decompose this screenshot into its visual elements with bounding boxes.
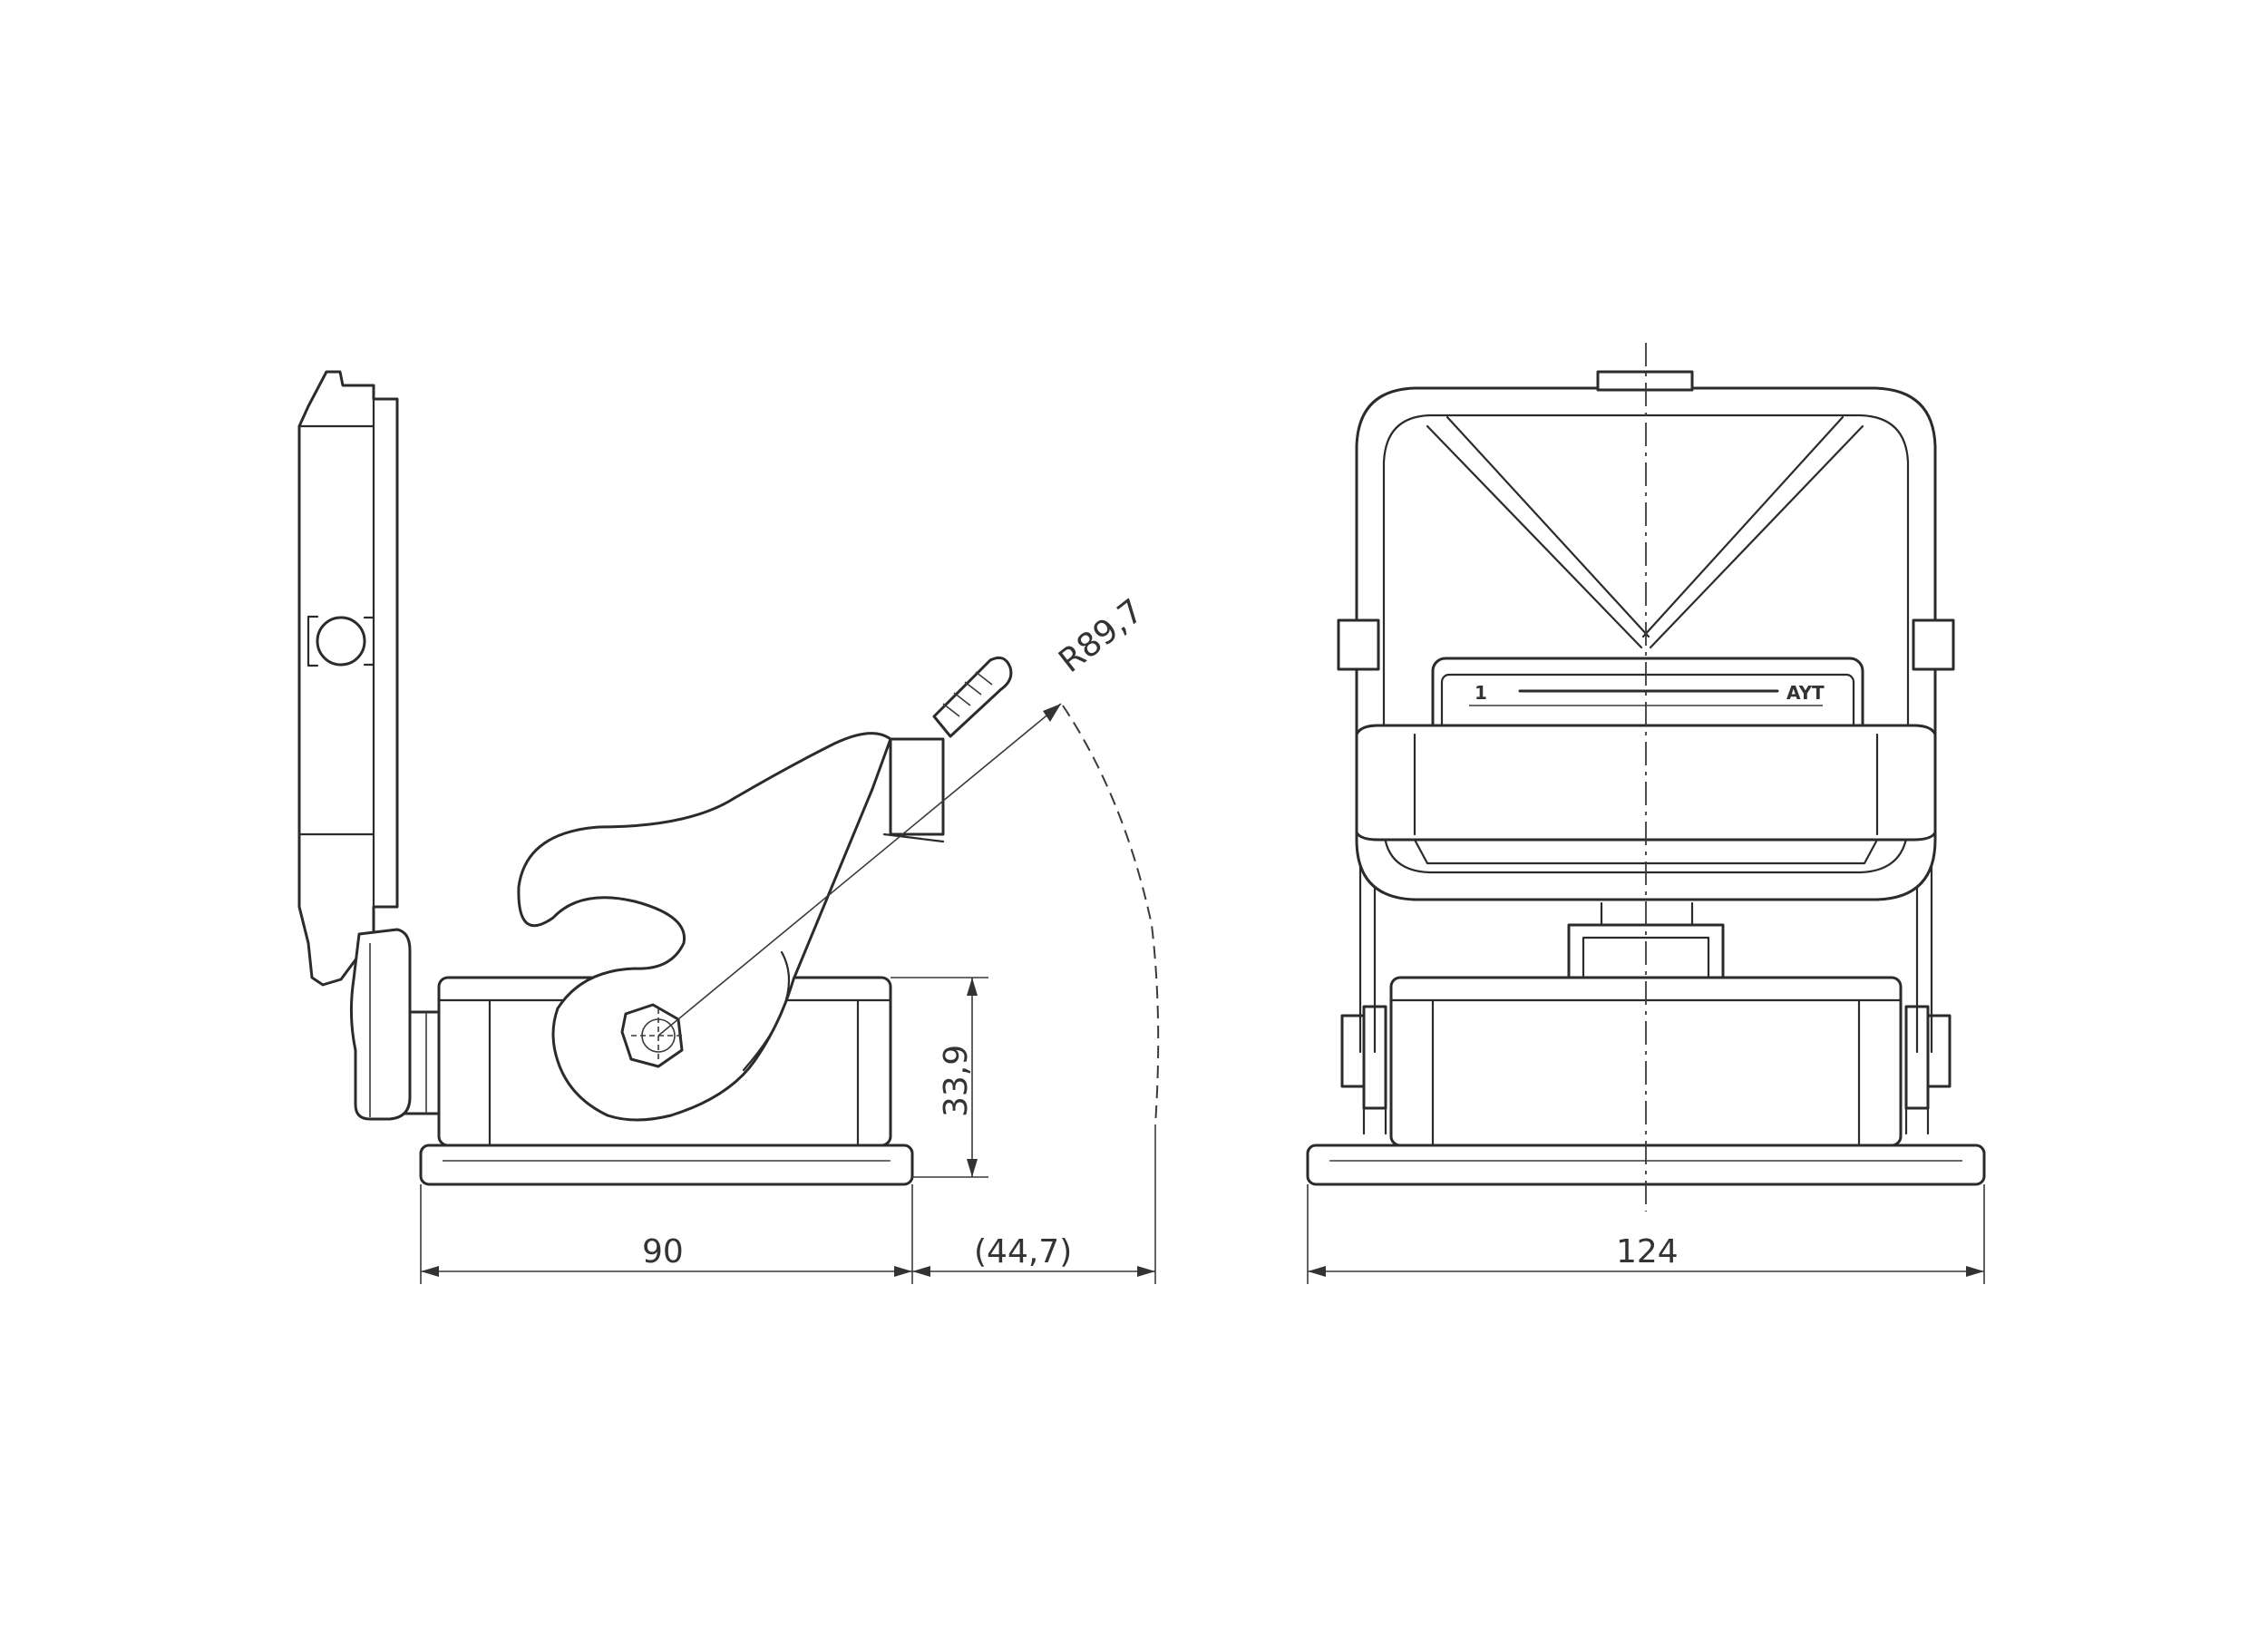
radius-label: R89,7 [1052, 592, 1150, 680]
front-label-plate: 1 AYT [1431, 657, 1864, 744]
front-width-label: 124 [1616, 1233, 1679, 1270]
side-width-dimension: 90 [420, 1184, 913, 1284]
height-dimension: 33,9 [891, 977, 988, 1178]
clearance-dimension: (44,7) [912, 1124, 1156, 1284]
front-left-lug [1337, 618, 1380, 671]
side-view: R89,7 33,9 90 (44,7) [297, 370, 1160, 1284]
side-lever-knob [932, 656, 1013, 738]
front-width-dimension: 124 [1307, 1184, 1985, 1284]
height-label: 33,9 [938, 1045, 975, 1117]
side-open-lid [297, 370, 412, 1121]
side-locking-lever [517, 656, 1013, 1122]
side-width-label: 90 [642, 1233, 684, 1270]
clearance-label: (44,7) [974, 1233, 1072, 1270]
front-view: 1 AYT 124 [1306, 343, 1986, 1284]
side-lid-clamp [349, 928, 412, 1121]
front-right-bolt [1904, 1005, 1952, 1135]
front-cross [1426, 415, 1864, 649]
front-top-knob [1596, 370, 1694, 392]
side-base-plate [419, 1144, 914, 1186]
label-left-mark: 1 [1475, 682, 1487, 704]
front-left-bolt [1340, 1005, 1387, 1135]
front-right-lug [1912, 618, 1955, 671]
label-right-mark: AYT [1786, 682, 1825, 704]
side-lid-hole [316, 616, 366, 667]
